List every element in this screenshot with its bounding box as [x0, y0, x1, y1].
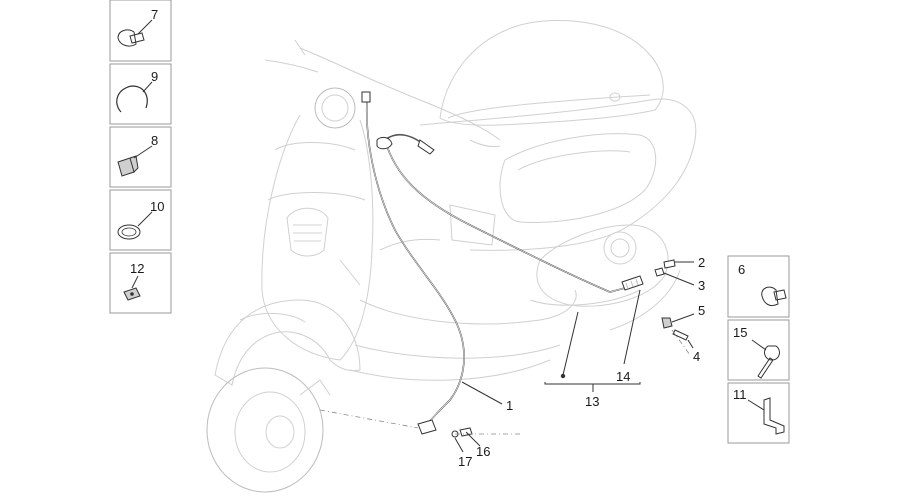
- thumbnail-box-10: 10: [109, 189, 172, 251]
- callout-3: 3: [663, 272, 705, 293]
- thumbnail-box-11: 11: [727, 382, 790, 444]
- thumbnail-label-6: 6: [738, 262, 745, 277]
- callout-label-16: 16: [476, 444, 490, 459]
- cable-tie-icon: [757, 345, 780, 379]
- thumbnail-box-7: 7: [109, 0, 172, 62]
- callout-label-13: 13: [585, 394, 599, 409]
- cable-clip-icon: [117, 155, 139, 177]
- callout-label-2: 2: [698, 255, 705, 270]
- callout-1: 1: [461, 381, 513, 413]
- callout-label-3: 3: [698, 278, 705, 293]
- thumbnail-label-10: 10: [150, 199, 164, 214]
- callout-label-4: 4: [693, 349, 700, 364]
- callout-17: 17: [454, 437, 472, 469]
- thumbnail-box-8: 8: [109, 126, 172, 188]
- spring-ring-icon: [116, 85, 148, 113]
- thumbnail-box-15: 15: [727, 319, 790, 381]
- scooter-illustration: [206, 19, 697, 493]
- thumbnail-box-6: 6: [727, 255, 790, 318]
- cable-assembly: [319, 91, 691, 438]
- callout-label-17: 17: [458, 454, 472, 469]
- callout-2: 2: [675, 255, 705, 270]
- thumbnail-label-8: 8: [151, 133, 158, 148]
- thumbnail-label-7: 7: [151, 7, 158, 22]
- callout-5: 5: [671, 303, 705, 323]
- callout-label-5: 5: [698, 303, 705, 318]
- thumbnail-label-15: 15: [733, 325, 747, 340]
- band-clamp-icon: [117, 224, 141, 240]
- callout-14: 14: [616, 289, 641, 384]
- callout-4: 4: [687, 339, 700, 364]
- thumbnail-label-11: 11: [733, 387, 747, 402]
- thumbnail-label-12: 12: [130, 261, 144, 276]
- thumbnail-box-12: 12: [109, 252, 172, 314]
- callout-13: 13: [544, 311, 641, 409]
- callout-label-1: 1: [506, 398, 513, 413]
- callout-16: 16: [465, 431, 490, 459]
- thumbnail-label-9: 9: [151, 69, 158, 84]
- thumbnail-box-9: 9: [109, 63, 172, 125]
- bracket-icon: [763, 397, 785, 435]
- callout-label-14: 14: [616, 369, 630, 384]
- clamp-icon: [761, 286, 787, 307]
